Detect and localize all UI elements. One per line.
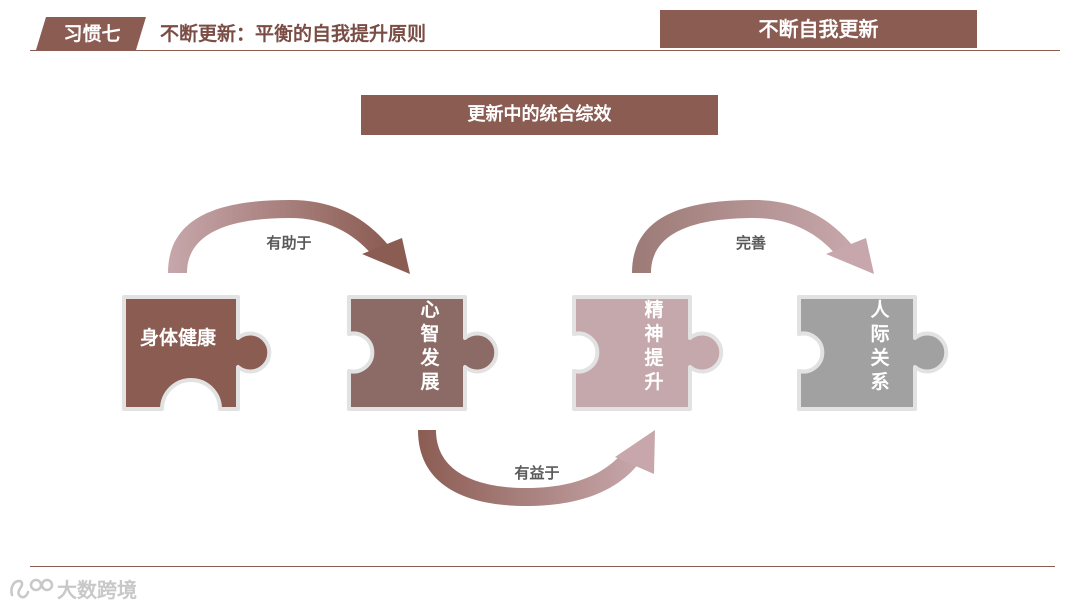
top-divider (30, 50, 1060, 51)
arrow-benefits (418, 430, 655, 506)
bottom-divider (30, 566, 1055, 567)
section-label: 不断自我更新 (660, 10, 977, 48)
brand-logo: 大数跨境 (8, 574, 137, 602)
page-title: 不断更新：平衡的自我提升原则 (160, 23, 427, 45)
piece-label-mental: 心智发展 (419, 299, 440, 393)
puzzle-piece-social (797, 295, 949, 411)
arrow-helps (168, 200, 410, 274)
arrow-label-helps: 有助于 (266, 234, 311, 252)
piece-label-physical: 身体健康 (140, 326, 217, 349)
puzzle-piece-physical (122, 295, 272, 411)
brand-logo-icon (10, 578, 54, 599)
arrow-label-benefits: 有益于 (514, 464, 559, 482)
piece-label-social: 人际关系 (870, 299, 890, 393)
habit-tab (36, 17, 146, 50)
habit-label: 习惯七 (63, 23, 121, 45)
brand-logo-text: 大数跨境 (57, 577, 137, 602)
arrow-label-perfects: 完善 (736, 234, 766, 252)
diagram-subtitle: 更新中的统合综效 (361, 95, 718, 135)
puzzle-piece-spiritual (572, 295, 724, 411)
puzzle-piece-mental (347, 295, 499, 411)
piece-label-spiritual: 精神提升 (644, 298, 664, 393)
arrow-perfects (632, 200, 874, 274)
